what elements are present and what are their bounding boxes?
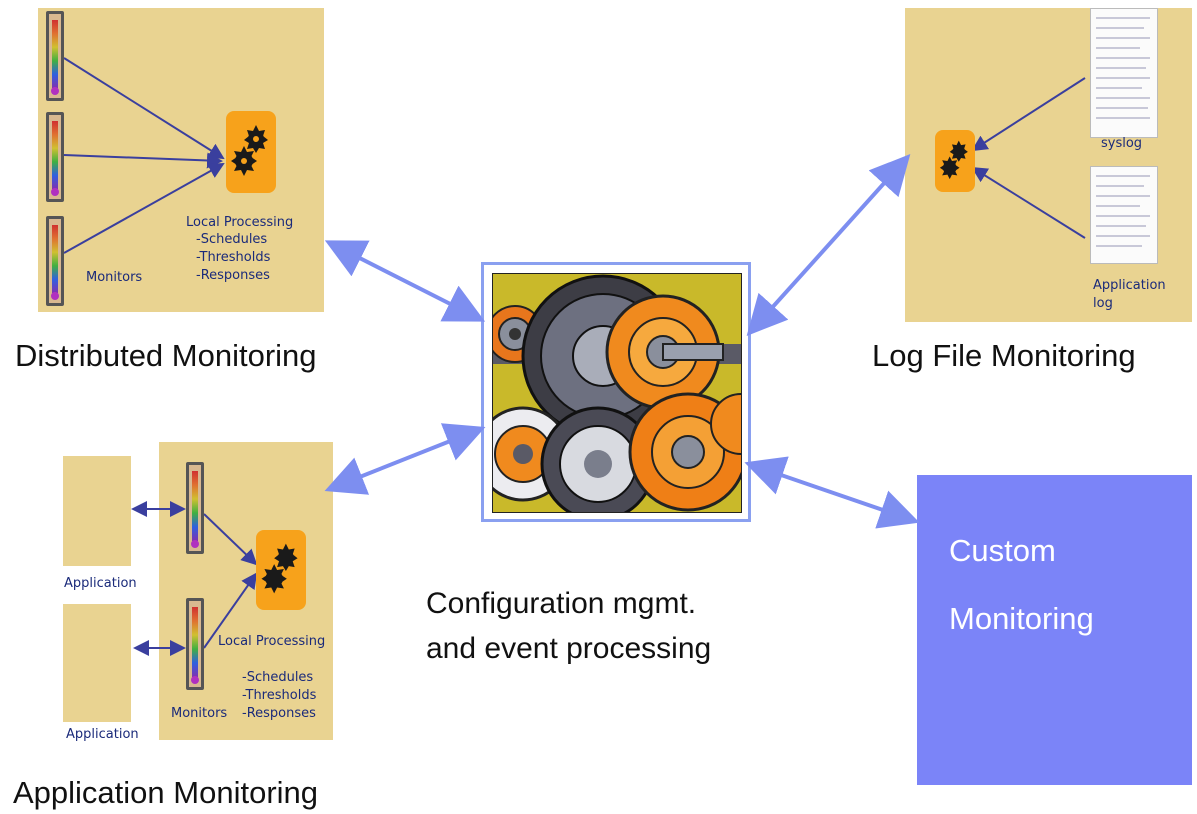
app-thresholds-label: -Thresholds [242,688,317,703]
log-file-monitoring-caption: Log File Monitoring [872,338,1136,373]
distributed-monitoring-panel: Local Processing -Schedules -Thresholds … [38,8,324,312]
machinery-gears-icon [492,273,742,513]
distributed-monitor-connector-arrows [63,57,225,254]
syslog-label: syslog [1101,136,1143,151]
schedules-label: -Schedules [196,232,268,247]
gear-icon [226,111,276,193]
custom-monitoring-line-1: Custom [949,533,1056,568]
thresholds-label: -Thresholds [196,250,271,265]
center-caption-line-1: Configuration mgmt. [426,587,697,620]
custom-monitoring-box: Custom Monitoring [917,475,1192,785]
distributed-monitoring-caption: Distributed Monitoring [15,338,317,373]
application-box-1 [63,456,131,566]
thermometer-icon [186,598,204,690]
thermometer-icon [46,11,64,101]
app-responses-label: -Responses [242,706,316,721]
gear-icon [256,530,306,610]
log-connector-arrows [971,77,1086,239]
application-monitoring-caption: Application Monitoring [13,775,319,810]
application-log-label-1: Application [1093,278,1166,293]
application-label-2: Application [66,727,139,742]
local-processing-label: Local Processing [186,215,294,230]
app-local-processing-label: Local Processing [218,634,326,649]
custom-monitoring-line-2: Monitoring [949,601,1094,636]
application-log-document-icon [1090,166,1158,264]
thermometer-icon [186,462,204,554]
center-caption-line-2: and event processing [426,632,712,665]
distributed-to-center-arrow [324,240,486,322]
configuration-center-frame [481,262,751,522]
syslog-document-icon [1090,8,1158,138]
log-to-center-arrow [746,154,911,336]
application-to-center-arrow [324,423,486,495]
custom-to-center-arrow [744,456,920,529]
thermometer-icon [46,216,64,306]
responses-label: -Responses [196,268,270,283]
application-connector-arrows [131,501,258,656]
log-file-monitoring-panel: syslog Application log [905,8,1192,322]
monitors-label: Monitors [86,270,143,285]
application-box-2 [63,604,131,722]
thermometer-icon [46,112,64,202]
gear-icon [935,130,975,192]
application-monitoring-panel: Application Application Local Proces [56,442,333,752]
application-log-label-2: log [1093,296,1113,311]
app-monitors-label: Monitors [171,706,228,721]
app-schedules-label: -Schedules [242,670,314,685]
application-label-1: Application [64,576,137,591]
